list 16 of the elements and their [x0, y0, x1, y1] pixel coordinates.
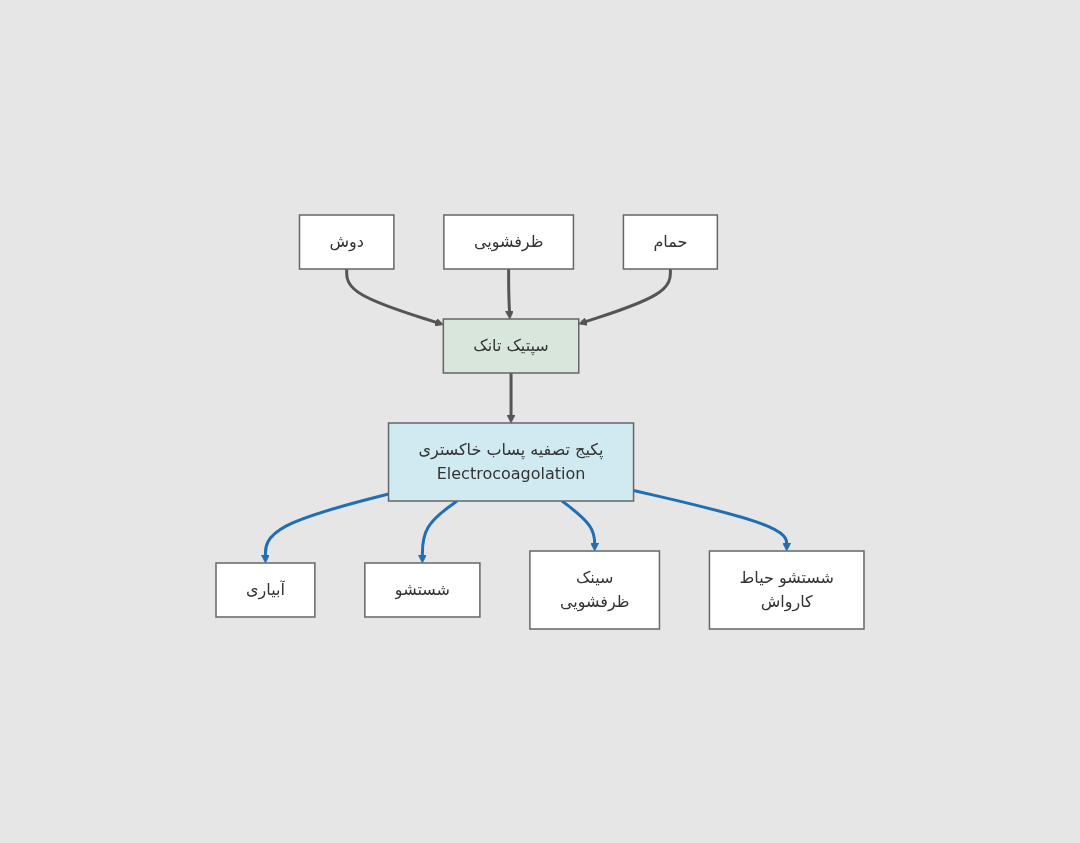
node-box: آبیاری: [215, 561, 316, 618]
arrow: [261, 491, 389, 563]
arrow: [633, 488, 792, 551]
arrow: [506, 372, 516, 423]
arrow: [345, 268, 444, 326]
node-box: حمام: [622, 213, 719, 270]
arrow: [561, 499, 600, 551]
node-box: دوش: [298, 213, 395, 270]
node-box: سپتیک تانک: [442, 317, 580, 374]
arrow: [418, 499, 458, 563]
node-box: شستشو: [364, 561, 481, 618]
node-box: شستشو حیاط کارواش: [708, 549, 865, 630]
arrow: [505, 268, 514, 319]
node-box: ظرفشویی: [443, 213, 575, 270]
node-box: سینک ظرفشویی: [529, 549, 661, 630]
arrow: [578, 268, 672, 326]
